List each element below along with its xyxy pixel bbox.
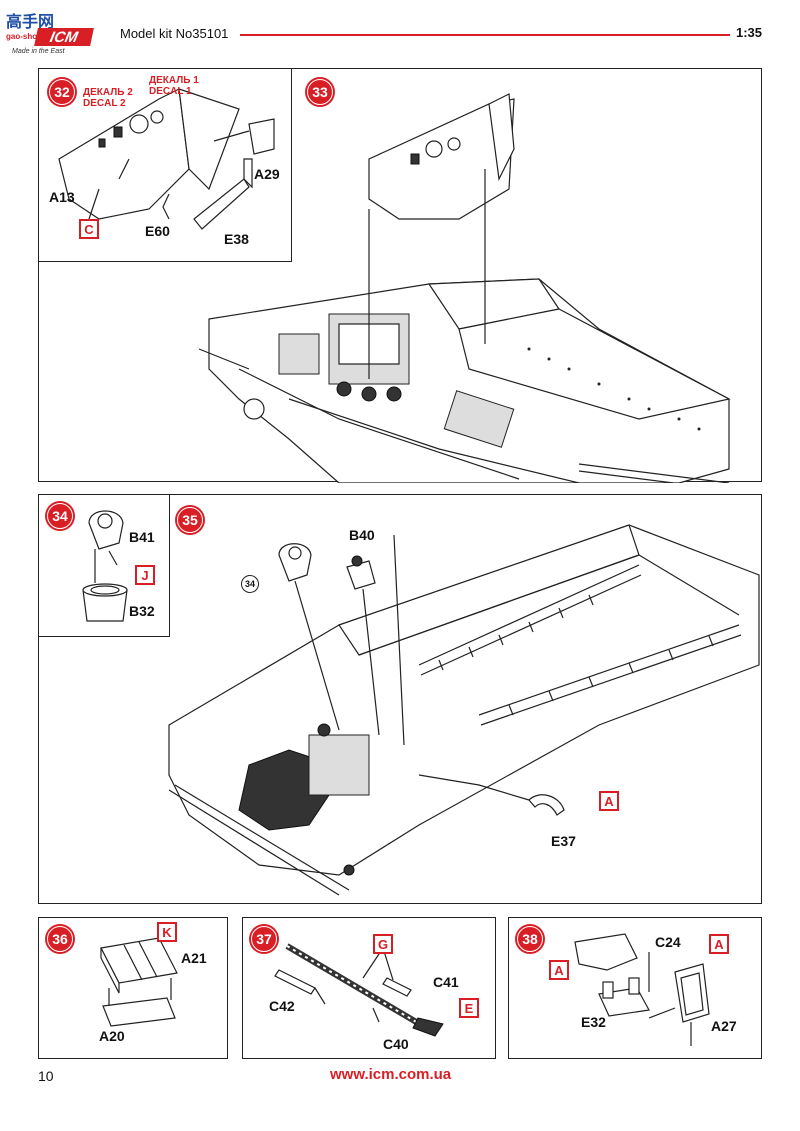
- ref-box-j: J: [135, 565, 155, 585]
- page-number: 10: [38, 1068, 54, 1084]
- part-a21: A21: [181, 950, 207, 966]
- step-36-badge: 36: [45, 924, 75, 954]
- site-brand: 高手网: [6, 14, 55, 31]
- part-e60: E60: [145, 223, 170, 239]
- part-a29: A29: [254, 166, 280, 182]
- step-38-badge: 38: [515, 924, 545, 954]
- part-e37: E37: [551, 833, 576, 849]
- site-watermark: 高手网 gao-shou.com: [6, 8, 66, 41]
- step-38-number: 38: [517, 926, 543, 952]
- ref-box-a-left: A: [549, 960, 569, 980]
- step-34-panel: 34 B41 B32 J: [38, 494, 170, 637]
- step-37-drawing: [274, 943, 444, 1037]
- decal-1-en: DECAL 1: [149, 86, 192, 97]
- decal-2-label: ДЕКАЛЬ 2 DECAL 2: [83, 87, 133, 109]
- step-34-number: 34: [47, 503, 73, 529]
- part-a27: A27: [711, 1018, 737, 1034]
- step-32-number: 32: [49, 79, 75, 105]
- website-link[interactable]: www.icm.com.ua: [330, 1066, 452, 1083]
- step-32-badge: 32: [47, 77, 77, 107]
- part-a20: A20: [99, 1028, 125, 1044]
- part-b41: B41: [129, 529, 155, 545]
- part-e32: E32: [581, 1014, 606, 1030]
- part-c24: C24: [655, 934, 681, 950]
- decal-2-ru: ДЕКАЛЬ 2: [83, 87, 133, 98]
- decal-2-en: DECAL 2: [83, 98, 126, 109]
- header-rule: [240, 34, 730, 36]
- step-38-panel: 38 C24 E32 A27 A A: [508, 917, 762, 1059]
- logo-text: ICM: [48, 28, 80, 46]
- ref-box-c: C: [79, 219, 99, 239]
- step-35-drawing: [168, 524, 760, 896]
- part-c41: C41: [433, 974, 459, 990]
- part-e38: E38: [224, 231, 249, 247]
- site-url: gao-shou.com: [6, 32, 61, 41]
- page-title: Model kit No35101: [120, 26, 229, 41]
- ref-box-e: E: [459, 998, 479, 1018]
- part-c42: C42: [269, 998, 295, 1014]
- ref-box-g: G: [373, 934, 393, 954]
- part-b40: B40: [349, 527, 375, 543]
- step-32-panel: 32 ДЕКАЛЬ 2 DECAL 2 ДЕКАЛЬ 1 DECAL 1 A13…: [38, 68, 292, 262]
- step-34-drawing: [82, 510, 128, 622]
- ref-box-a-right: A: [709, 934, 729, 954]
- step-34-badge: 34: [45, 501, 75, 531]
- ref-box-k: K: [157, 922, 177, 942]
- part-a13: A13: [49, 189, 75, 205]
- decal-1-label: ДЕКАЛЬ 1 DECAL 1: [149, 75, 199, 97]
- step-36-number: 36: [47, 926, 73, 952]
- step-36-drawing: [100, 937, 178, 1027]
- step-33-badge: 33: [305, 77, 335, 107]
- scale-label: 1:35: [736, 25, 763, 40]
- decal-1-ru: ДЕКАЛЬ 1: [149, 75, 199, 86]
- part-c40: C40: [383, 1036, 409, 1052]
- step-37-panel: 37 C41 C42 C40 G E: [242, 917, 496, 1059]
- step-36-panel: 36 A21 A20 K: [38, 917, 228, 1059]
- step-33-number: 33: [307, 79, 333, 105]
- step-33-drawing: [198, 93, 731, 483]
- step-35-badge: 35: [175, 505, 205, 535]
- step-35-number: 35: [177, 507, 203, 533]
- icm-logo: ICM: [34, 28, 94, 46]
- step-38-drawing: [574, 933, 710, 1046]
- part-b32: B32: [129, 603, 155, 619]
- sub-step-34-marker: 34: [241, 575, 259, 593]
- sub-step-34-number: 34: [244, 579, 255, 589]
- step-37-number: 37: [251, 926, 277, 952]
- logo-tagline: Made in the East: [12, 48, 65, 55]
- step-37-badge: 37: [249, 924, 279, 954]
- ref-box-a: A: [599, 791, 619, 811]
- step-32-drawing: [58, 88, 275, 230]
